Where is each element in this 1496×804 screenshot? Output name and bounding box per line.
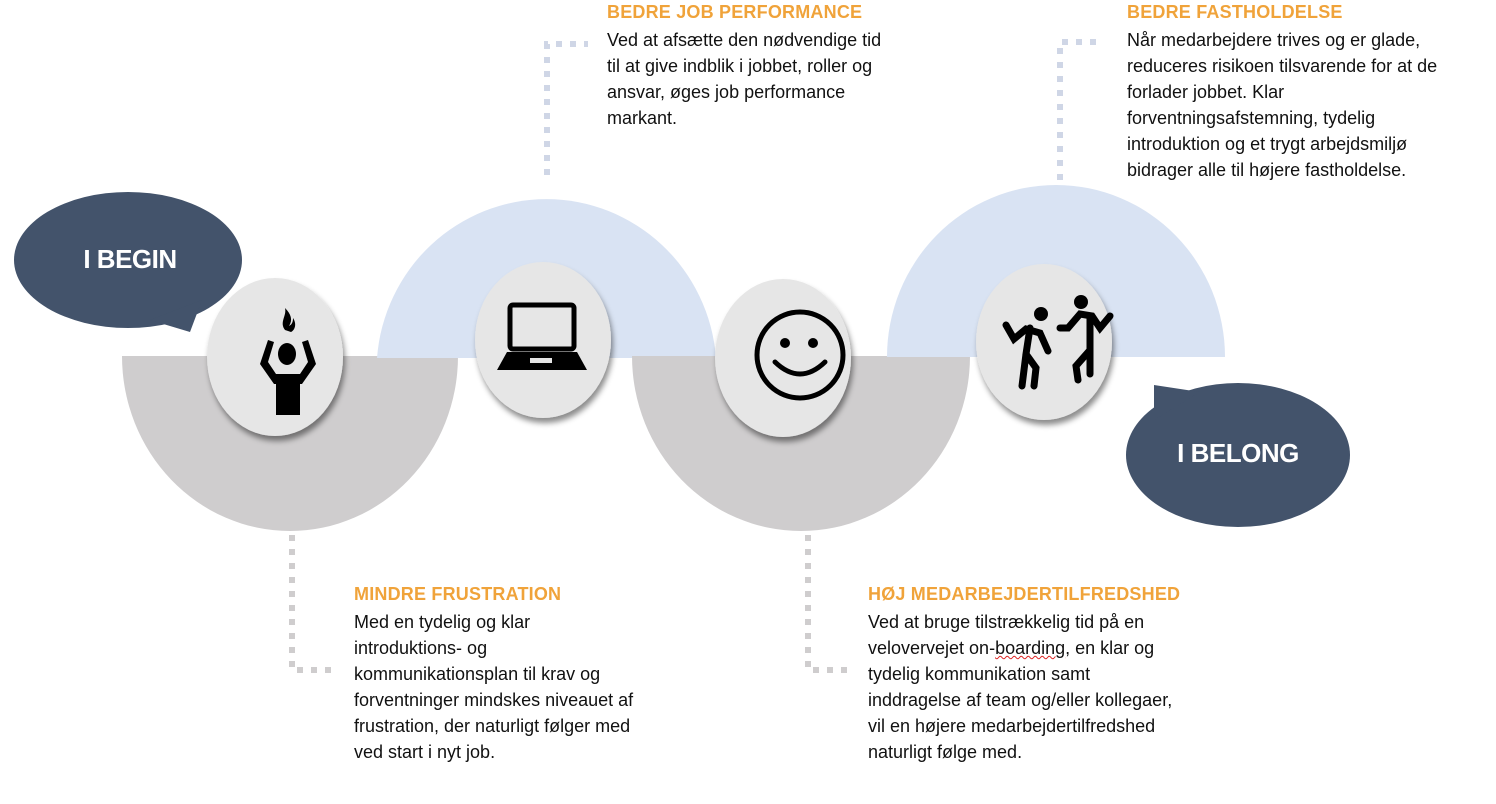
step-text: Ved at afsætte den nødvendige tid til at… <box>607 30 882 128</box>
step-frustration: MINDRE FRUSTRATION Med en tydelig og kla… <box>354 584 634 765</box>
step-text: Med en tydelig og klar introduktions- og… <box>354 612 634 762</box>
step-retention: BEDRE FASTHOLDELSE Når medarbejdere triv… <box>1127 2 1472 183</box>
step-title: BEDRE FASTHOLDELSE <box>1127 2 1343 22</box>
step-text: Ved at bruge tilstrækkelig tid på en vel… <box>868 609 1188 765</box>
step-performance: BEDRE JOB PERFORMANCE Ved at afsætte den… <box>607 2 897 131</box>
step-title: MINDRE FRUSTRATION <box>354 584 562 604</box>
text-part: , en klar og tydelig kommunikation samt … <box>868 638 1173 762</box>
step-text: Når medarbejdere trives og er glade, red… <box>1127 30 1438 180</box>
step-satisfaction: HØJ MEDARBEJDERTILFREDSHED Ved at bruge … <box>868 584 1188 765</box>
smiley-icon <box>754 309 846 401</box>
text-part: Ved at bruge tilstrækkelig tid på en vel… <box>868 612 1145 658</box>
frustrated-person-icon <box>260 308 316 415</box>
step-title: HØJ MEDARBEJDERTILFREDSHED <box>868 584 1181 604</box>
bubble-start <box>14 192 242 332</box>
step-title: BEDRE JOB PERFORMANCE <box>607 2 863 22</box>
bubble-end <box>1126 383 1350 527</box>
bubble-start-label: I BEGIN <box>83 244 177 274</box>
dancing-people-icon <box>1002 295 1114 390</box>
bubble-end-label: I BELONG <box>1177 438 1299 468</box>
arch-down-2 <box>632 356 970 531</box>
connector-lines <box>544 39 1100 180</box>
laptop-icon <box>497 302 587 370</box>
spellcheck-word: boarding <box>995 638 1066 658</box>
arch-down-1 <box>122 356 458 531</box>
